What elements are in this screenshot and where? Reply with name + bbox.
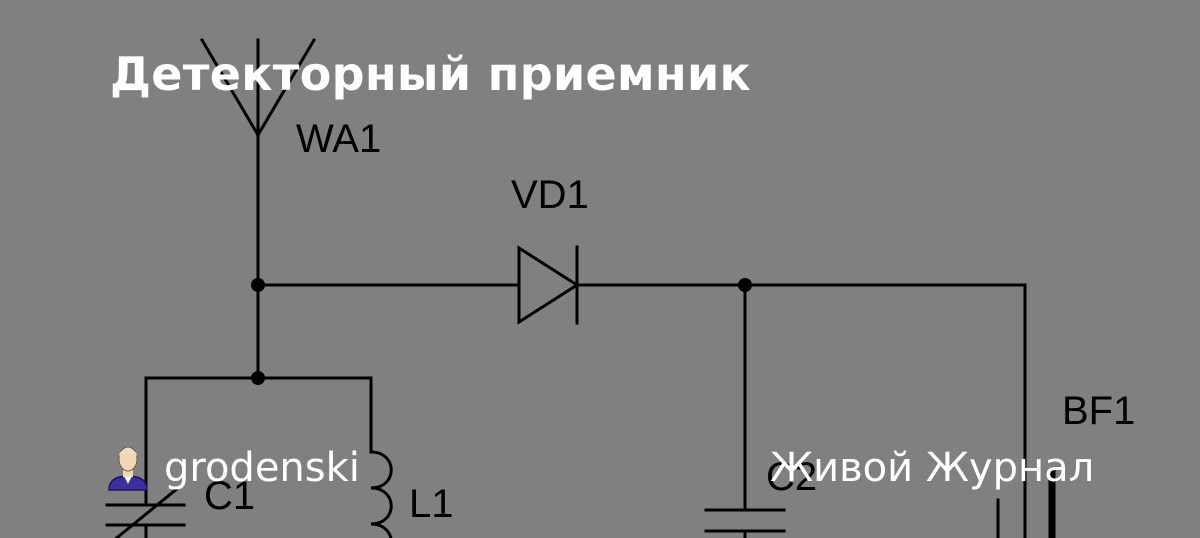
diode-label: VD1 <box>511 173 589 217</box>
diode-symbol <box>517 245 580 325</box>
author-link[interactable]: grodenski <box>106 440 360 496</box>
site-brand-link[interactable]: Живой Журнал <box>770 440 1094 496</box>
author-name: grodenski <box>164 445 360 491</box>
antenna-label: WA1 <box>296 117 381 161</box>
junction-dot <box>251 278 265 292</box>
capacitor1-label: C1 <box>204 474 255 518</box>
inductor-symbol <box>369 450 393 538</box>
capacitor-symbol <box>704 283 786 538</box>
capacitor2-label: C2 <box>766 455 817 499</box>
post-title: Детекторный приемник <box>110 47 752 101</box>
site-brand-name: Живой Журнал <box>770 445 1095 491</box>
antenna-symbol <box>199 37 317 380</box>
top-wire <box>256 283 1027 538</box>
user-avatar-icon <box>108 446 148 491</box>
variable-capacitor-symbol <box>105 485 186 538</box>
headphone-label: BF1 <box>1062 389 1135 433</box>
inductor-label: L1 <box>409 482 454 526</box>
headphone-symbol <box>996 470 1056 538</box>
